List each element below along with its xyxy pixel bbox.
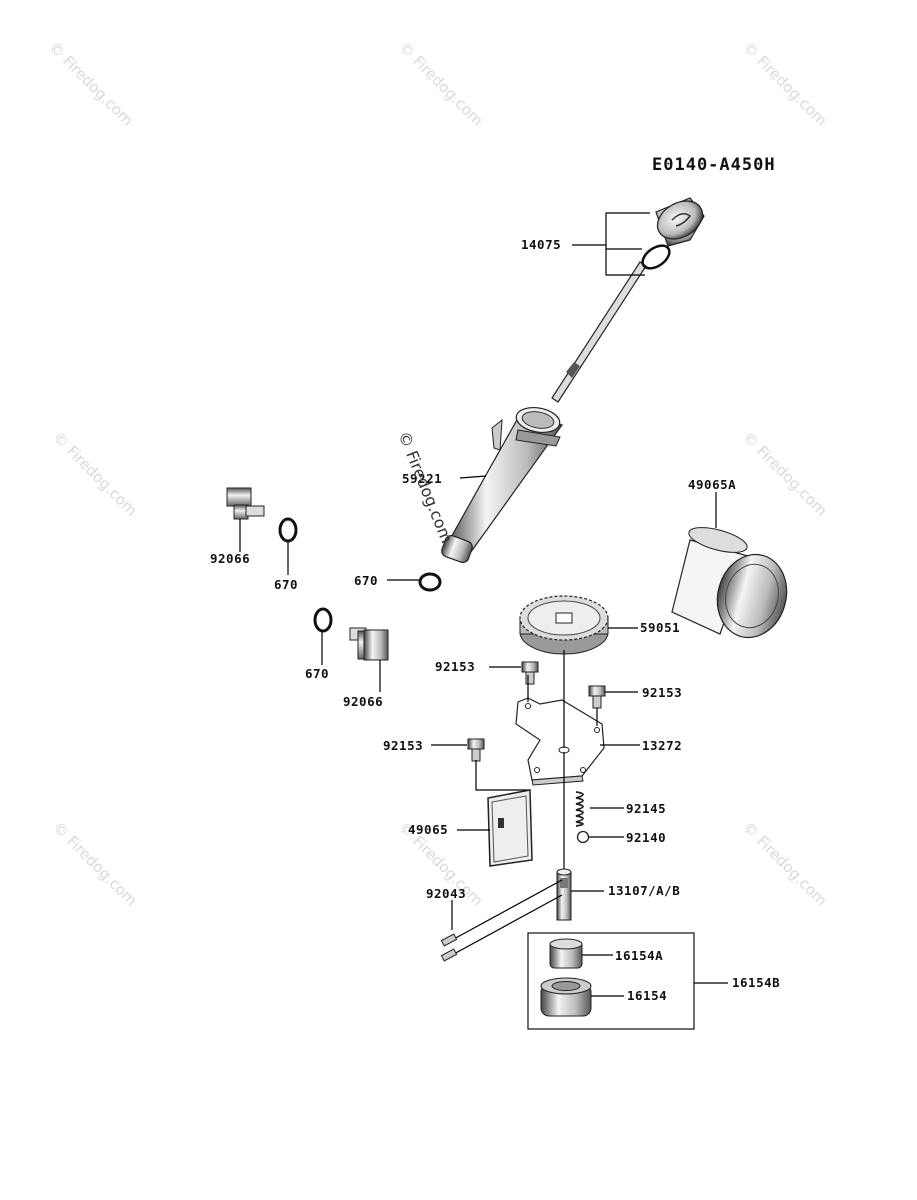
bolt-92153-b <box>588 685 606 709</box>
label-13107: 13107/A/B <box>608 883 680 898</box>
check-ball-part <box>576 830 590 844</box>
o-ring-670-a <box>278 517 298 543</box>
o-ring-670-tube <box>418 572 442 592</box>
label-59221: 59221 <box>402 471 442 486</box>
label-14075: 14075 <box>521 237 561 252</box>
label-92153-b: 92153 <box>642 685 682 700</box>
label-16154: 16154 <box>627 988 667 1003</box>
leader-59221 <box>459 475 487 479</box>
label-16154B: 16154B <box>732 975 780 990</box>
bolt-c-dashline <box>475 760 530 791</box>
label-92140: 92140 <box>626 830 666 845</box>
watermark-bl: © Firedog.com <box>49 818 141 910</box>
oil-pump-gear-part <box>519 595 609 655</box>
o-ring-670-b <box>313 607 333 633</box>
label-670-c: 670 <box>354 573 378 588</box>
label-49065A: 49065A <box>688 477 736 492</box>
relief-spring-part <box>575 791 584 827</box>
label-92153-a: 92153 <box>435 659 475 674</box>
label-92153-c: 92153 <box>383 738 423 753</box>
label-92145: 92145 <box>626 801 666 816</box>
label-92066-a: 92066 <box>210 551 250 566</box>
drain-plug-92066-b <box>349 627 389 661</box>
watermark-br: © Firedog.com <box>739 818 831 910</box>
watermark-tc: © Firedog.com <box>395 38 487 130</box>
inner-rotor-part <box>549 938 583 969</box>
label-49065: 49065 <box>408 822 448 837</box>
bolt-92153-c <box>467 738 485 762</box>
label-92043: 92043 <box>426 886 466 901</box>
oil-filter-part <box>671 527 788 639</box>
oil-gauge-part <box>551 197 705 403</box>
label-13272: 13272 <box>642 738 682 753</box>
label-670-a: 670 <box>274 577 298 592</box>
bolt-92153-a <box>521 661 539 685</box>
pump-cover-plate-part <box>515 697 605 786</box>
pump-shaft-part <box>556 868 572 921</box>
label-92066-b: 92066 <box>343 694 383 709</box>
pin-92043-part <box>440 879 563 962</box>
strainer-screen-part <box>487 789 533 867</box>
watermark-mr: © Firedog.com <box>739 428 831 520</box>
watermark-tl: © Firedog.com <box>45 38 137 130</box>
label-670-b: 670 <box>305 666 329 681</box>
filler-tube-part <box>441 406 564 564</box>
leader-14075 <box>572 212 650 276</box>
label-16154A: 16154A <box>615 948 663 963</box>
watermark-tr: © Firedog.com <box>739 38 831 130</box>
rotor-set-box <box>527 932 695 1030</box>
label-59051: 59051 <box>640 620 680 635</box>
drain-plug-92066-a <box>226 487 265 520</box>
watermark-ml: © Firedog.com <box>49 428 141 520</box>
diagram-code: E0140-A450H <box>652 155 776 175</box>
outer-rotor-part <box>540 977 592 1017</box>
watermark-overlay: © Firedog.com <box>394 428 456 545</box>
